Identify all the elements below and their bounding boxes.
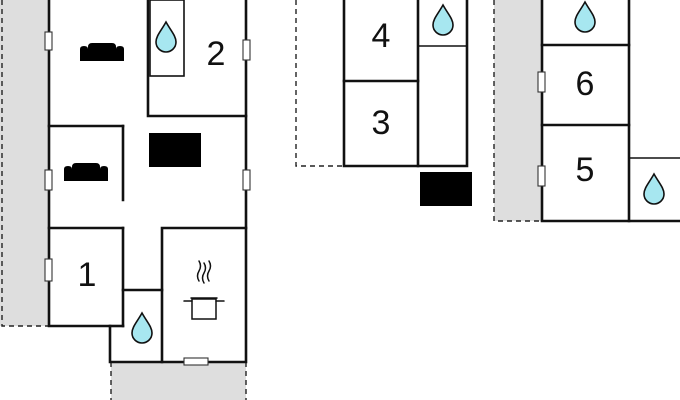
room-number-2: 2 xyxy=(207,35,226,73)
stairs-icon xyxy=(149,133,201,167)
window xyxy=(44,169,53,191)
water-drop-icon xyxy=(574,1,596,33)
room-number-1: 1 xyxy=(78,256,97,294)
window xyxy=(537,71,546,93)
water-drop-icon xyxy=(643,173,665,205)
window xyxy=(44,258,53,282)
cooking-pot-icon xyxy=(183,260,225,320)
wall-kitchen xyxy=(160,226,248,364)
room-number-3: 3 xyxy=(372,104,391,142)
water-drop-icon xyxy=(131,312,153,344)
wall-bath-top xyxy=(146,0,248,118)
room-number-4: 4 xyxy=(372,17,391,55)
door xyxy=(183,357,209,366)
room-number-6: 6 xyxy=(576,65,595,103)
terrace-left xyxy=(0,0,48,326)
terrace-right xyxy=(494,0,542,221)
water-drop-icon xyxy=(155,21,177,53)
window xyxy=(242,39,251,61)
terrace-left-border xyxy=(1,0,48,327)
water-drop-icon xyxy=(432,4,454,36)
middle-building-outline xyxy=(342,0,469,168)
window xyxy=(537,165,546,187)
stairs-icon xyxy=(420,172,472,206)
left-building: 2 1 xyxy=(0,0,251,400)
right-building: 6 5 xyxy=(493,0,680,223)
shower-box-left xyxy=(149,0,185,77)
terrace-bottom xyxy=(111,362,246,400)
window xyxy=(242,169,251,191)
terrace-middle-border xyxy=(295,0,344,167)
window xyxy=(44,31,53,51)
terrace-right-border xyxy=(493,0,542,222)
sofa-icon xyxy=(64,163,108,188)
middle-building: 4 3 xyxy=(295,0,472,206)
sofa-icon xyxy=(80,43,124,68)
room-number-5: 5 xyxy=(576,151,595,189)
